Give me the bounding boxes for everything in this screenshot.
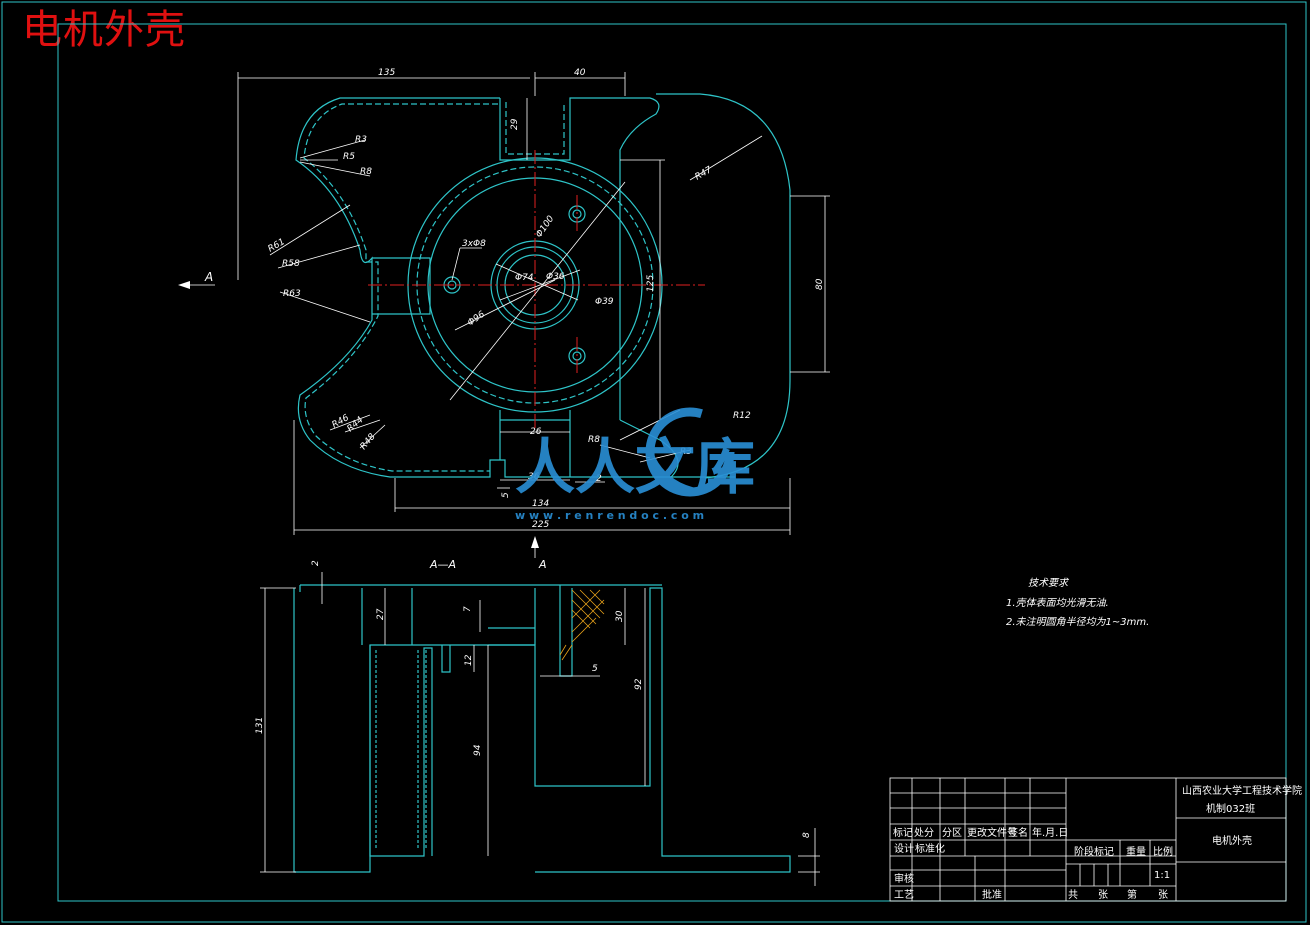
sec-dim-131: 131 xyxy=(255,717,265,734)
tb-scale-label: 比例 xyxy=(1153,845,1173,858)
dim-36: 36 xyxy=(528,472,540,482)
sec-dim-12: 12 xyxy=(464,654,474,666)
sec-dim-5: 5 xyxy=(592,664,598,674)
tb-weight: 重量 xyxy=(1126,845,1146,858)
tb-sheet-no: 第 xyxy=(1127,888,1137,901)
tb-header-2: 分区 xyxy=(942,827,962,839)
section-dimensions xyxy=(260,572,820,886)
tech-req-heading: 技术要求 xyxy=(1028,577,1070,589)
dim-5: 5 xyxy=(501,492,511,498)
dim-2: 2 xyxy=(596,474,602,484)
tech-req-item-2: 2.未注明圆角半径均为1~3mm. xyxy=(1006,616,1149,628)
section-view xyxy=(293,584,791,873)
sec-dim-92: 92 xyxy=(634,678,644,690)
dim-80: 80 xyxy=(815,278,825,290)
watermark-url: w w w . r e n r e n d o c . c o m xyxy=(515,509,704,522)
tb-part-name: 电机外壳 xyxy=(1212,834,1252,847)
dim-r63: R63 xyxy=(283,289,301,299)
watermark-logo-ring xyxy=(645,407,735,497)
dim-r61: R61 xyxy=(267,237,287,255)
body-outline-inner xyxy=(303,103,498,472)
dim-r5: R5 xyxy=(343,152,355,162)
dim-phi39: Φ39 xyxy=(595,297,614,307)
section-marker: A xyxy=(538,558,547,571)
dim-225: 225 xyxy=(532,520,549,530)
section-hatch xyxy=(559,589,605,661)
title: 电机外壳 xyxy=(22,7,186,53)
tb-review: 审核 xyxy=(894,872,914,885)
dim-phi96: Φ96 xyxy=(466,309,487,328)
dim-phi74: Φ74 xyxy=(515,273,534,283)
tb-sheets2: 张 xyxy=(1158,889,1168,901)
dim-r8b: R8 xyxy=(588,435,600,445)
dim-r12: R12 xyxy=(733,411,751,421)
tb-total: 共 xyxy=(1068,889,1078,901)
sec-dim-7: 7 xyxy=(463,606,473,612)
dim-holes: 3xΦ8 xyxy=(462,239,486,249)
dimension-lines xyxy=(180,72,830,558)
tb-header-0: 标记 xyxy=(893,827,913,839)
section-arrow-up xyxy=(531,536,539,548)
sec-dim-27: 27 xyxy=(376,608,386,620)
tb-stage-mark: 阶段标记 xyxy=(1074,845,1114,858)
dim-phi100: Φ100 xyxy=(534,214,556,240)
section-arrow-left xyxy=(178,281,190,289)
tb-approve: 批准 xyxy=(982,888,1002,901)
sec-dim-8: 8 xyxy=(802,832,812,838)
sec-dim-2: 2 xyxy=(311,560,321,566)
tb-design: 设计 xyxy=(894,842,914,855)
title-block xyxy=(889,777,1287,902)
tb-header-4: 签名 xyxy=(1008,826,1028,839)
dim-r8: R8 xyxy=(360,167,372,177)
body-outline xyxy=(295,97,735,478)
dim-40: 40 xyxy=(574,68,586,78)
section-marker-left: A xyxy=(204,270,213,284)
dim-134: 134 xyxy=(532,499,549,509)
tb-header-5: 年.月.日 xyxy=(1032,826,1068,839)
dim-phi36: Φ36 xyxy=(546,272,565,282)
tb-header-3: 更改文件号 xyxy=(967,826,1017,839)
tech-req-item-1: 1.壳体表面均光滑无油. xyxy=(1006,597,1109,609)
tb-header-1: 处分 xyxy=(914,827,934,839)
tb-school: 山西农业大学工程技术学院 xyxy=(1182,784,1302,797)
dim-125: 125 xyxy=(646,275,656,292)
sec-dim-94: 94 xyxy=(473,744,483,756)
dim-r58: R58 xyxy=(282,259,300,269)
inner-frame xyxy=(57,23,1287,902)
sec-dim-30: 30 xyxy=(615,610,625,622)
dim-29: 29 xyxy=(510,118,520,130)
tech-requirements: 技术要求 1.壳体表面均光滑无油. 2.未注明圆角半径均为1~3mm. xyxy=(1006,577,1149,628)
section-label: A—A xyxy=(429,558,456,571)
tb-process: 工艺 xyxy=(894,889,914,901)
dim-r3b: R3 xyxy=(680,447,692,457)
dim-26: 26 xyxy=(530,427,542,437)
tb-standardize: 标准化 xyxy=(915,842,945,855)
tb-class: 机制032班 xyxy=(1206,802,1255,815)
tb-sheets: 张 xyxy=(1098,889,1108,901)
watermark-text: 人人文库 xyxy=(515,433,755,503)
dim-r3: R3 xyxy=(355,135,367,145)
dim-135: 135 xyxy=(378,68,395,78)
watermark: 人人文库 w w w . r e n r e n d o c . c o m xyxy=(515,407,755,522)
tb-scale: 1:1 xyxy=(1154,870,1170,881)
